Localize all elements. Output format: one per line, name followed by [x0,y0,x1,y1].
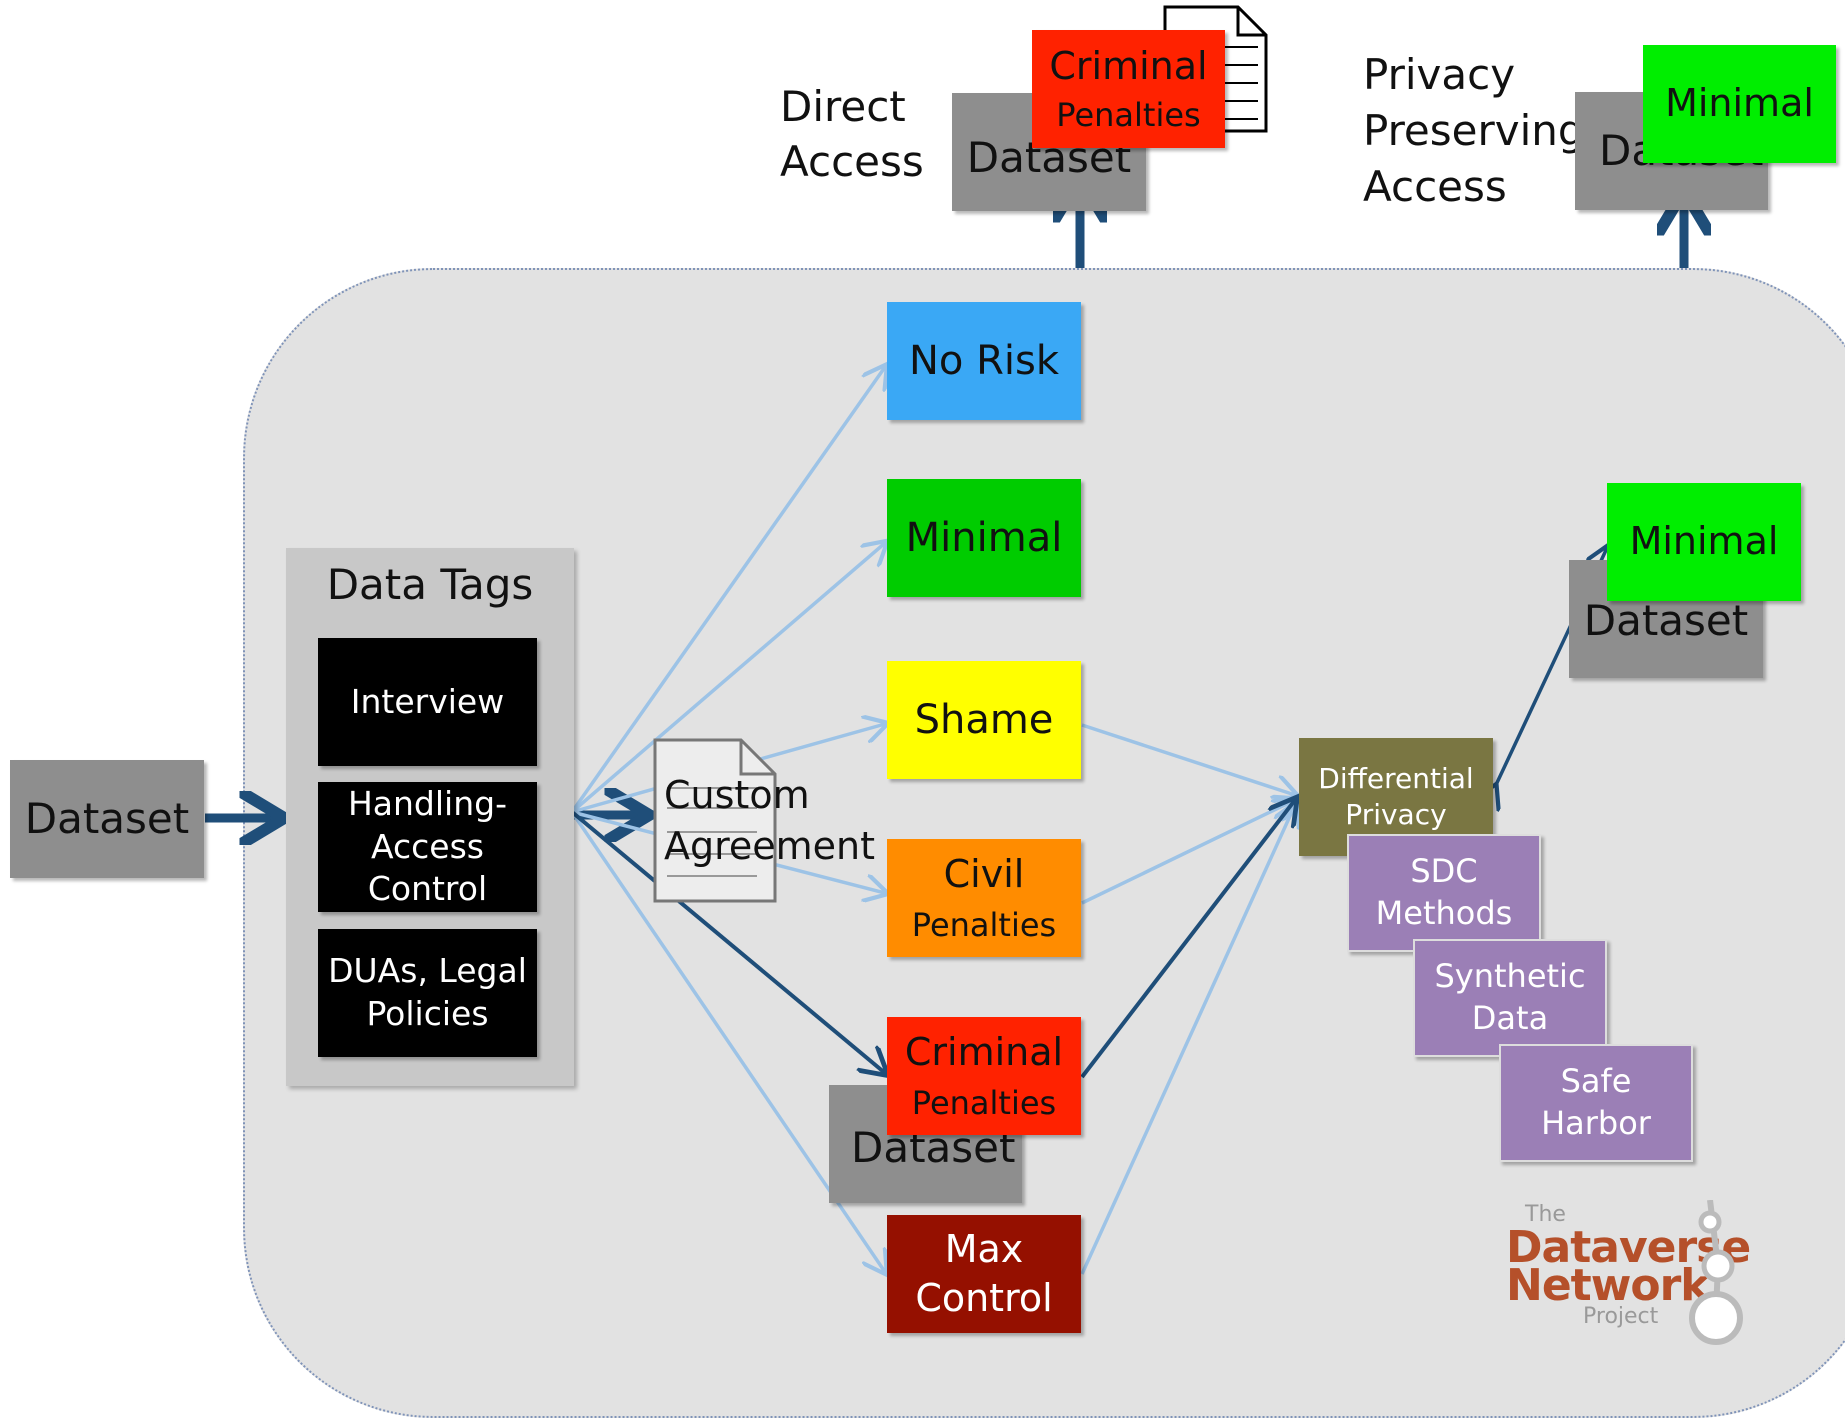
criminal-line2: Penalties [911,1083,1057,1122]
level-minimal: Minimal [887,479,1081,597]
tag-duas-legal-policies: DUAs, Legal Policies [318,929,537,1057]
direct-criminal-penalties-tag: Criminal Penalties [1032,30,1225,148]
arrow-shame-to-dp [1081,723,1295,795]
arrow-to-no-risk [570,367,885,814]
tag-handling-access-control: Handling- Access Control [318,782,537,912]
level-civil-penalties: Civil Penalties [887,839,1081,957]
level-shame: Shame [887,661,1081,779]
data-tags-title: Data Tags [326,560,534,609]
civil-line1: Civil [943,852,1025,896]
level-max-control: Max Control [887,1215,1081,1333]
logo-circles-icon [1689,1200,1743,1345]
level-criminal-penalties: Criminal Penalties [887,1017,1081,1135]
direct-access-label: Direct Access [780,82,924,186]
direct-tag-line1: Criminal [1049,44,1208,88]
arrow-criminal-to-dp [1080,800,1295,1079]
method-synthetic-data: Synthetic Data [1413,939,1607,1057]
arrow-to-minimal [570,543,885,814]
method-sdc: SDC Methods [1347,834,1541,952]
arrow-to-criminal [570,810,885,1073]
direct-tag-line2: Penalties [1056,95,1201,134]
logo-project: Project [1583,1304,1659,1329]
criminal-line1: Criminal [904,1030,1064,1074]
logo-the: The [1525,1202,1566,1227]
arrow-max-to-dp [1080,805,1295,1275]
arrow-civil-to-dp [1081,800,1295,905]
tag-interview: Interview [318,638,537,766]
logo-network: Network [1506,1260,1710,1311]
privacy-preserving-access-label: Privacy Preserving Access [1363,50,1585,211]
input-dataset: Dataset [10,760,204,878]
custom-agreement-document-icon [653,738,777,903]
output-minimal-tag: Minimal [1607,483,1801,601]
method-safe-harbor: Safe Harbor [1499,1044,1693,1162]
privacy-minimal-tag: Minimal [1643,45,1836,163]
civil-line2: Penalties [911,905,1057,944]
custom-agreement-label: Custom Agreement [664,773,876,868]
level-no-risk: No Risk [887,302,1081,420]
